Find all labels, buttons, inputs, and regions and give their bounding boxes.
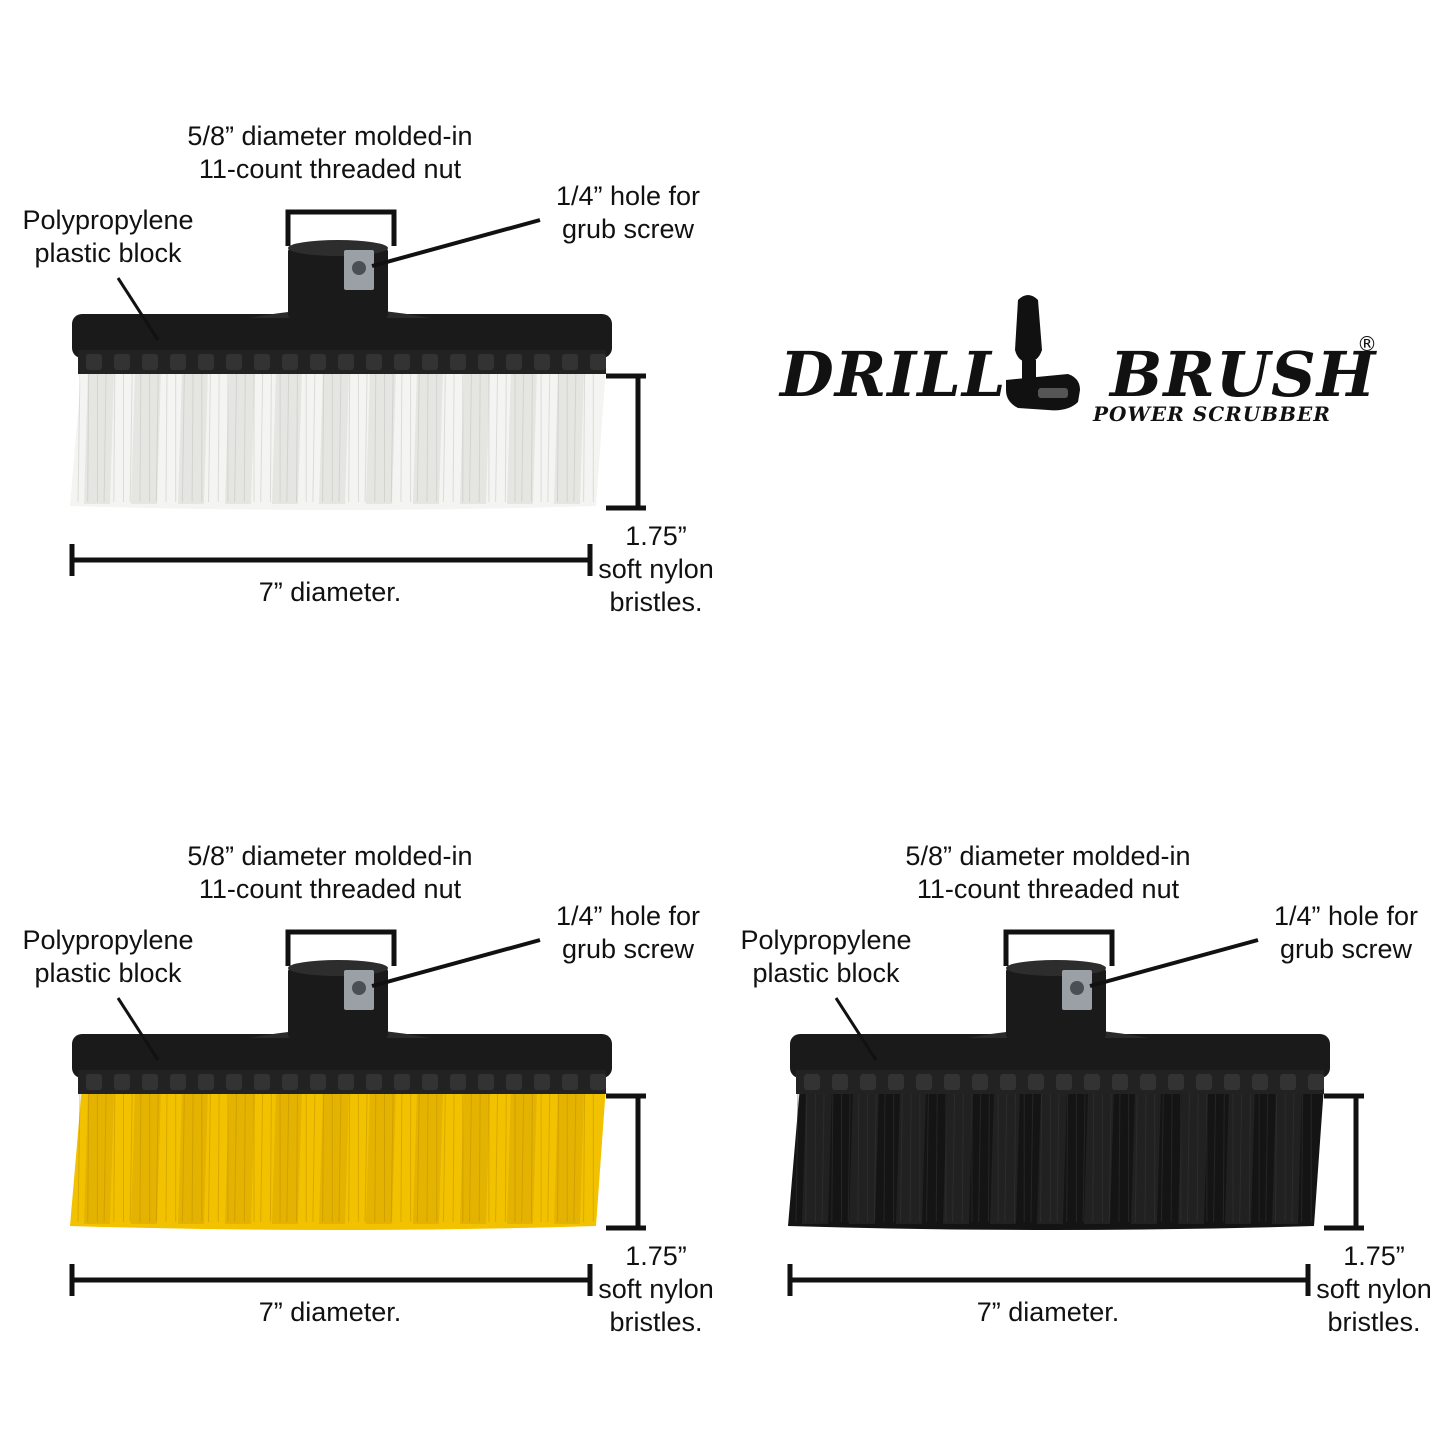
grub-screw-hole xyxy=(344,250,374,290)
hole-label-line: 1/4” hole for xyxy=(555,181,701,211)
bristles xyxy=(788,1086,1324,1230)
block-label-line: Polypropylene xyxy=(740,925,912,955)
nut-label-line: 5/8” diameter molded-in xyxy=(187,121,473,151)
brush-illustration xyxy=(69,929,646,1296)
plastic-block xyxy=(72,309,612,374)
block-leader-line xyxy=(116,277,160,341)
nut-label-line: 11-count threaded nut xyxy=(916,874,1180,904)
diameter-dimension xyxy=(69,1264,593,1296)
bristle-length-dimension xyxy=(606,1093,646,1231)
plastic-block xyxy=(790,1029,1330,1094)
nut-label-line: 5/8” diameter molded-in xyxy=(187,841,473,871)
hole-label-line: 1/4” hole for xyxy=(1273,901,1419,931)
block-label-line: plastic block xyxy=(34,238,182,268)
hole-leader-line xyxy=(371,218,541,268)
registered-mark: ® xyxy=(1357,332,1377,356)
nut-dimension-bracket xyxy=(285,209,397,246)
logo-word-brush: BRUSH xyxy=(1110,338,1377,411)
block-label-line: plastic block xyxy=(34,958,182,988)
diameter-label: 7” diameter. xyxy=(258,577,402,607)
grub-screw-hole xyxy=(344,970,374,1010)
brush-illustration xyxy=(69,209,646,576)
drill-icon xyxy=(1006,295,1080,411)
bristles xyxy=(70,1086,606,1230)
bristle-label-line: soft nylon xyxy=(598,1274,714,1304)
nut-dimension-bracket xyxy=(285,929,397,966)
brush-illustration xyxy=(787,929,1364,1296)
hole-label-line: grub screw xyxy=(561,934,695,964)
bristle-label-line: 1.75” xyxy=(625,521,687,551)
block-leader-line xyxy=(116,997,160,1061)
block-leader-line xyxy=(834,997,878,1061)
bristle-label-line: bristles. xyxy=(609,587,703,617)
bristle-length-dimension xyxy=(606,373,646,511)
drillbrush-logo: DRILL BRUSH ® POWER SCRUBBER xyxy=(780,290,1400,440)
logo-word-drill: DRILL xyxy=(780,338,1007,411)
nut-label-line: 11-count threaded nut xyxy=(198,154,462,184)
bristles xyxy=(70,366,606,510)
diameter-dimension xyxy=(69,544,593,576)
hole-leader-line xyxy=(1089,938,1259,988)
diameter-label: 7” diameter. xyxy=(976,1297,1120,1327)
bristle-label-line: bristles. xyxy=(1327,1307,1421,1337)
bristle-label-line: bristles. xyxy=(609,1307,703,1337)
bristle-label-line: soft nylon xyxy=(1316,1274,1432,1304)
bristle-length-dimension xyxy=(1324,1093,1364,1231)
logo-tagline: POWER SCRUBBER xyxy=(1093,402,1331,426)
hole-label-line: 1/4” hole for xyxy=(555,901,701,931)
diameter-label: 7” diameter. xyxy=(258,1297,402,1327)
bristle-label-line: 1.75” xyxy=(625,1241,687,1271)
nut-label-line: 11-count threaded nut xyxy=(198,874,462,904)
bristle-label-line: soft nylon xyxy=(598,554,714,584)
nut-label-line: 5/8” diameter molded-in xyxy=(905,841,1191,871)
bristle-label-line: 1.75” xyxy=(1343,1241,1405,1271)
hole-label-line: grub screw xyxy=(561,214,695,244)
block-label-line: Polypropylene xyxy=(22,205,194,235)
grub-screw-hole xyxy=(1062,970,1092,1010)
block-label-line: plastic block xyxy=(752,958,900,988)
hole-label-line: grub screw xyxy=(1279,934,1413,964)
diameter-dimension xyxy=(787,1264,1311,1296)
hole-leader-line xyxy=(371,938,541,988)
block-label-line: Polypropylene xyxy=(22,925,194,955)
nut-dimension-bracket xyxy=(1003,929,1115,966)
